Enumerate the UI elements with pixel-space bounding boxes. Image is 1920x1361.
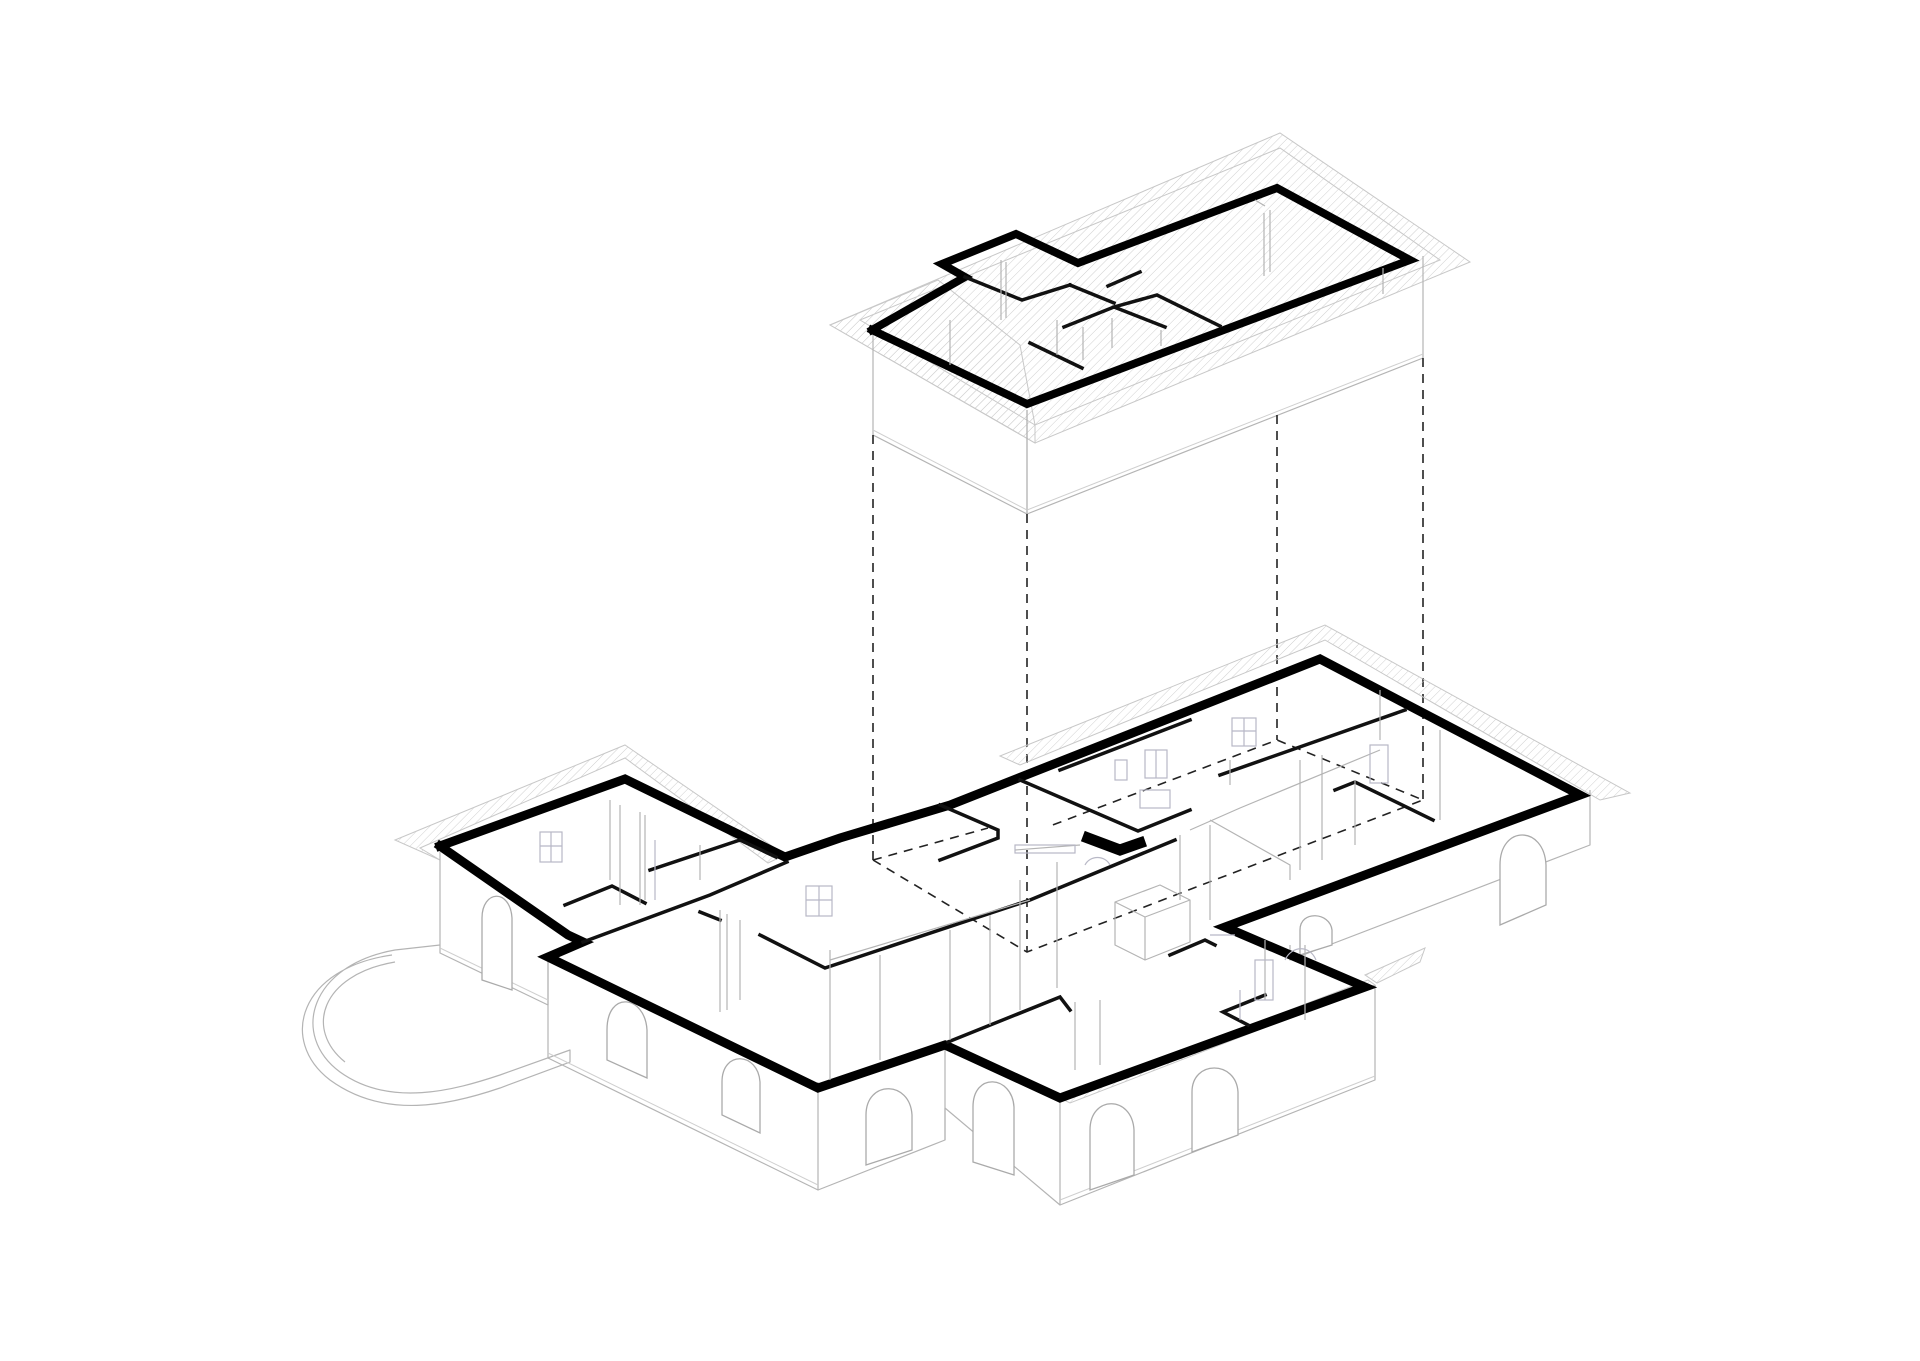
- rectangular-windows: [539, 717, 1389, 1020]
- window-8: [1254, 959, 1274, 1001]
- arch-door-9: [1299, 915, 1333, 956]
- arch-window-6: [1089, 1103, 1135, 1191]
- arch-small-interior-2: [1284, 948, 1317, 961]
- wall-m: [1218, 992, 1268, 1028]
- semicircular-terrace: [301, 944, 571, 1106]
- ground-floor: [301, 624, 1632, 1206]
- arch-window-2: [606, 1001, 648, 1080]
- wall-c: [647, 838, 779, 873]
- arch-small-interior: [1084, 856, 1111, 866]
- projection-lines: [872, 358, 1426, 953]
- wall-f: [937, 802, 1000, 863]
- upper-interior-wall-2: [1027, 340, 1085, 371]
- window-6: [1139, 789, 1171, 809]
- ground-eave-hatch-right: [998, 624, 1632, 801]
- upper-interior-wall-3: [1067, 282, 1117, 306]
- arched-openings: [481, 834, 1547, 1191]
- arch-window-5: [972, 1081, 1015, 1176]
- upper-floor-cut-outline: [866, 183, 1420, 409]
- window-7: [1369, 744, 1389, 784]
- arch-window-3: [721, 1058, 761, 1135]
- ground-floor-cut-outline: [433, 654, 1592, 1103]
- wall-i: [1217, 707, 1408, 778]
- upper-interior-wall-1: [962, 274, 1073, 302]
- window-5: [1114, 759, 1128, 781]
- wall-k: [945, 994, 1073, 1045]
- stair-rail: [1014, 844, 1076, 854]
- wall-g: [1017, 777, 1193, 833]
- arch-window-1: [481, 895, 513, 991]
- wall-solid-block: [1080, 830, 1148, 856]
- wall-h: [1057, 717, 1193, 773]
- upper-interior-wall-6: [1105, 269, 1143, 289]
- front-projection-right-face: [1059, 985, 1376, 1206]
- terrace-inner-edge: [322, 961, 396, 1063]
- projected-footprint: [872, 739, 1426, 953]
- upper-floor: [828, 132, 1472, 515]
- wall-a: [580, 859, 790, 945]
- front-base-line: [547, 1052, 819, 1186]
- wall-b: [562, 884, 648, 908]
- upper-base-line-right: [1026, 353, 1424, 511]
- wall-e: [757, 837, 1178, 970]
- ground-eave-hatch-front: [1363, 947, 1426, 984]
- arch-window-7: [1191, 1067, 1239, 1153]
- upper-interior-wall-5: [1111, 293, 1223, 329]
- arch-window-8: [1499, 834, 1547, 926]
- wall-l: [1167, 938, 1218, 958]
- arch-window-4: [865, 1088, 913, 1166]
- front-wing-face: [547, 962, 819, 1191]
- ground-interior-edges: [609, 690, 1441, 1080]
- upper-base-line: [872, 429, 1028, 511]
- ground-interior-walls: [562, 707, 1436, 1045]
- wall-d: [697, 909, 723, 923]
- upper-interior-edges: [949, 199, 1384, 365]
